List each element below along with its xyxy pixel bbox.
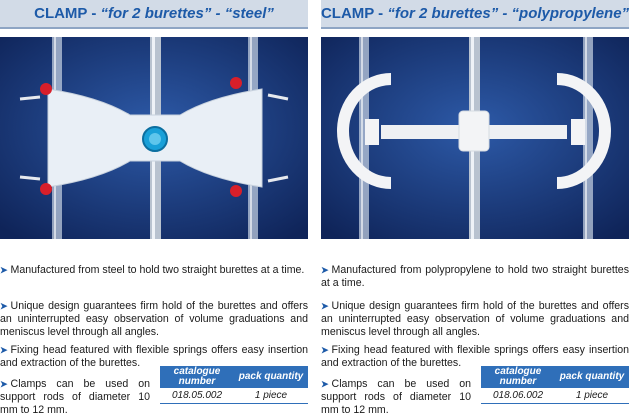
product-title: CLAMP - “for 2 burettes” - “steel” [0,0,308,29]
product-column-steel: CLAMP - “for 2 burettes” - “steel” [0,0,308,416]
triangle-right-icon: ➤ [0,264,8,275]
catalogue-number-header: catalogue number [173,366,221,387]
bullet-4: ➤Clamps can be used on support rods of d… [0,377,150,416]
pack-quantity: 1 piece [254,390,288,401]
title-prefix: CLAMP - [320,5,384,22]
bullet-3: ➤Fixing head featured with flexible spri… [0,343,308,369]
product-photo-steel [0,37,308,239]
catalogue-number: 018.06.002 [492,390,544,401]
bullet-3: ➤Fixing head featured with flexible spri… [321,343,629,369]
product-photo-polypropylene [321,37,629,239]
triangle-right-icon: ➤ [321,264,329,275]
catalogue-table-header: catalogue number pack quantity [481,366,629,388]
product-title: CLAMP - “for 2 burettes” - “polypropylen… [321,0,629,29]
table-row: 018.05.002 1 piece [160,388,308,404]
bullet-1: ➤Manufactured from steel to hold two str… [0,263,305,276]
product-column-polypropylene: CLAMP - “for 2 burettes” - “polypropylen… [321,0,629,416]
table-row: 018.06.002 1 piece [481,388,629,404]
triangle-right-icon: ➤ [0,344,8,355]
catalogue-table: catalogue number pack quantity 018.05.00… [160,366,308,404]
bullet-4: ➤Clamps can be used on support rods of d… [321,377,471,416]
catalogue-number: 018.05.002 [171,390,223,401]
triangle-right-icon: ➤ [321,378,329,389]
bullet-2: ➤Unique design guarantees firm hold of t… [321,299,629,338]
pack-quantity-header: pack quantity [238,371,304,382]
title-italic: “for 2 burettes” - “steel” [100,5,274,22]
title-prefix: CLAMP - [34,5,97,22]
pack-quantity-header: pack quantity [559,371,625,382]
bullet-1: ➤Manufactured from polypropylene to hold… [321,263,629,289]
triangle-right-icon: ➤ [0,378,8,389]
bullet-2: ➤Unique design guarantees firm hold of t… [0,299,308,338]
triangle-right-icon: ➤ [321,344,329,355]
catalogue-table-header: catalogue number pack quantity [160,366,308,388]
pack-quantity: 1 piece [575,390,609,401]
catalogue-number-header: catalogue number [494,366,542,387]
title-italic: “for 2 burettes” - “polypropylene” [387,5,629,22]
catalogue-table: catalogue number pack quantity 018.06.00… [481,366,629,404]
triangle-right-icon: ➤ [321,300,329,311]
triangle-right-icon: ➤ [0,300,8,311]
